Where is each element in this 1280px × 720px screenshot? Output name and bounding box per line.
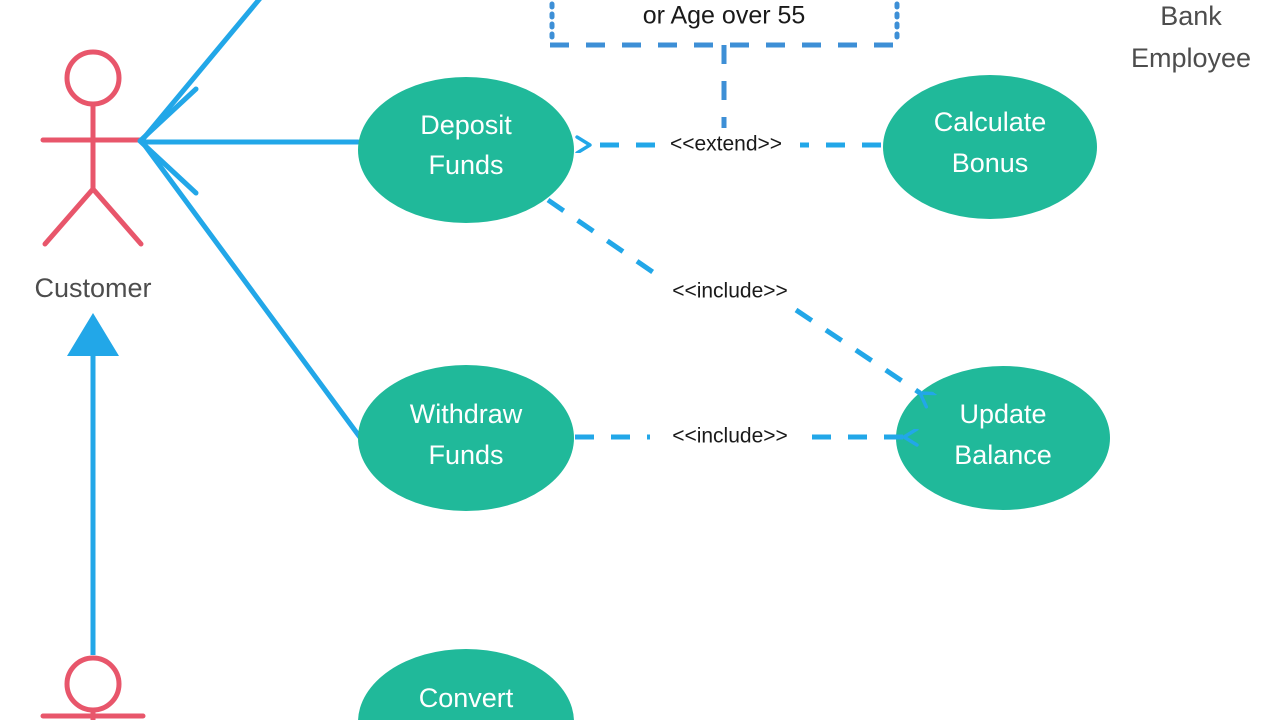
use-case-withdraw-funds-label-line2: Funds (428, 440, 503, 470)
relationship-include-deposit-update[interactable]: <<include>> (546, 197, 920, 393)
use-case-convert-currency-label-line1: Convert (419, 683, 514, 713)
association-customer-upper[interactable] (140, 0, 262, 142)
actor-customer-leg-right (90, 186, 144, 247)
use-case-convert-currency[interactable]: Convert (358, 649, 574, 720)
include-deposit-dashed-lower (794, 307, 920, 393)
use-case-withdraw-funds-label-line1: Withdraw (410, 399, 523, 429)
actor-customer-leg-left (42, 186, 96, 247)
include-deposit-stereotype-label: <<include>> (672, 280, 788, 303)
use-case-calculate-bonus-label-line1: Calculate (934, 107, 1047, 137)
relationship-include-withdraw-update[interactable]: <<include>> (575, 425, 904, 448)
association-lines (137, 0, 365, 443)
use-case-deposit-funds[interactable]: Deposit Funds (358, 77, 574, 223)
extend-stereotype-label: <<extend>> (670, 133, 782, 156)
actor-premium-customer-head (64, 655, 122, 713)
include-deposit-dashed-upper (546, 197, 659, 278)
use-case-deposit-funds-label-line2: Funds (428, 150, 503, 180)
actor-bank-employee[interactable]: Bank Employee (1131, 1, 1251, 73)
extension-condition-note: or Age over 55 (549, 0, 900, 128)
use-case-update-balance-label-line1: Update (959, 399, 1046, 429)
use-case-calculate-bonus-ellipse (883, 75, 1097, 219)
note-text: or Age over 55 (643, 2, 806, 30)
generalization-arrowhead (67, 313, 119, 356)
generalization-premium-to-customer[interactable] (67, 313, 119, 655)
use-case-update-balance[interactable]: Update Balance (896, 366, 1110, 510)
use-case-withdraw-funds[interactable]: Withdraw Funds (358, 365, 574, 511)
use-case-calculate-bonus[interactable]: Calculate Bonus (883, 75, 1097, 219)
use-case-withdraw-funds-ellipse (358, 365, 574, 511)
actor-premium-customer[interactable] (40, 655, 146, 720)
use-case-update-balance-ellipse (896, 366, 1110, 510)
actor-bank-employee-label-line1: Bank (1160, 1, 1222, 31)
actor-customer-label: Customer (34, 273, 151, 303)
actor-customer[interactable]: Customer (34, 49, 152, 303)
use-case-deposit-funds-label-line1: Deposit (420, 110, 512, 140)
use-case-deposit-funds-ellipse (358, 77, 574, 223)
actor-customer-head (64, 49, 122, 107)
association-customer-withdraw[interactable] (140, 140, 365, 443)
include-withdraw-stereotype-label: <<include>> (672, 425, 788, 448)
use-case-calculate-bonus-label-line2: Bonus (952, 148, 1029, 178)
use-case-update-balance-label-line2: Balance (954, 440, 1052, 470)
actor-bank-employee-label-line2: Employee (1131, 43, 1251, 73)
relationship-extend-calculate-bonus[interactable]: <<extend>> (590, 133, 881, 156)
use-case-convert-currency-ellipse (358, 649, 574, 720)
association-convergence-arrow (137, 86, 199, 196)
